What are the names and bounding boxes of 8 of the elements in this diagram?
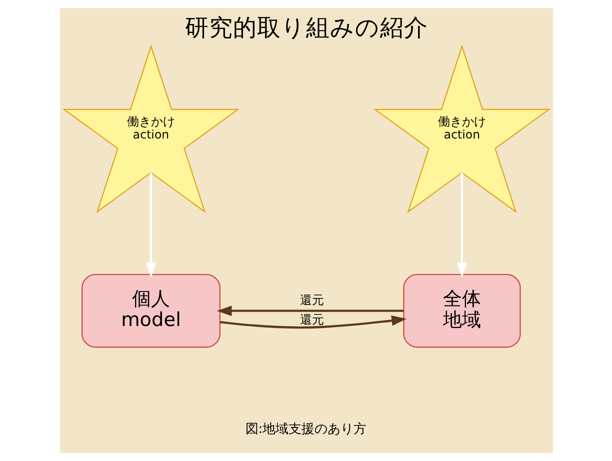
- node-box: 個人 model: [81, 274, 220, 348]
- diagram-title: 研究的取り組みの紹介: [184, 13, 428, 42]
- edge-label: 還元: [299, 312, 324, 326]
- arrow: [216, 306, 404, 316]
- caption: 図:地域支援のあり方: [244, 422, 366, 437]
- arrow: [219, 315, 406, 329]
- edge-label: 還元: [299, 293, 324, 308]
- node-box: 全体 地域: [402, 274, 520, 348]
